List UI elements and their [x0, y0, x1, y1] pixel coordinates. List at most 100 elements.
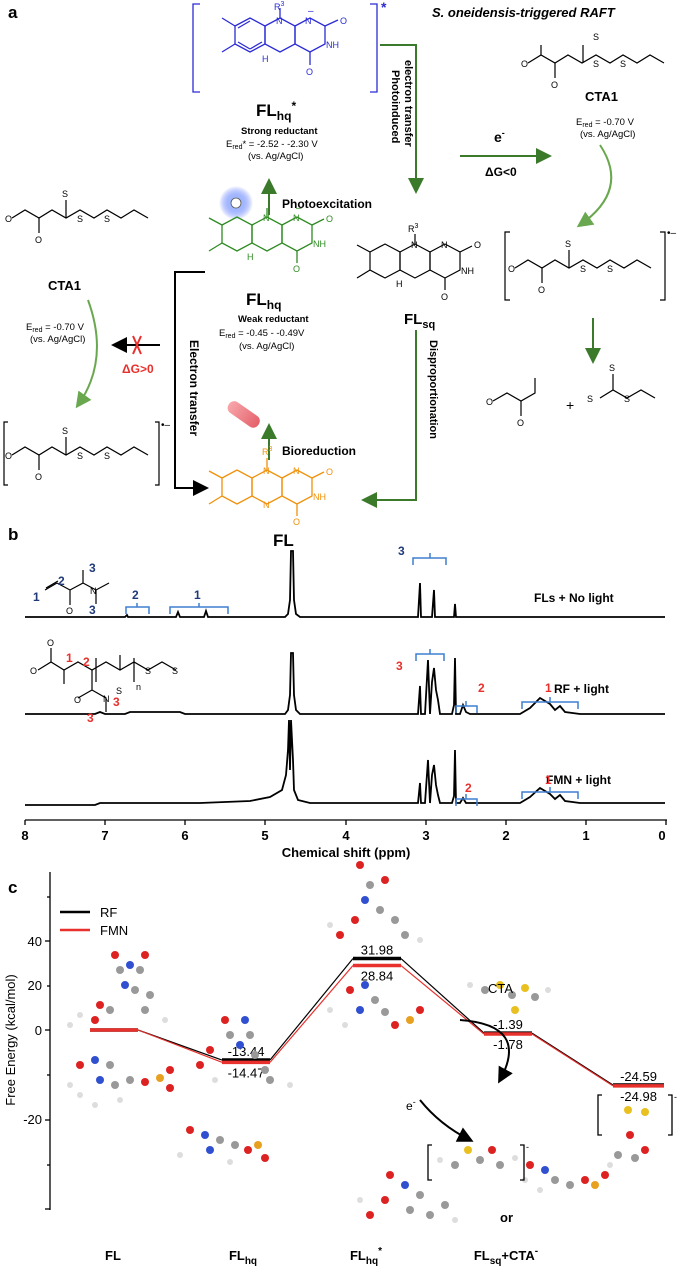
- polymer-n2: 2: [83, 655, 90, 669]
- fl-n3: N: [263, 500, 270, 510]
- molecule-flhq-star-bottom: [327, 981, 424, 1029]
- nmr-xlabel: Chemical shift (ppm): [282, 845, 411, 860]
- e-minus-label: e-: [494, 128, 505, 145]
- flhq-star-r3: R3: [274, 1, 285, 12]
- monomer-n1: 1: [33, 590, 40, 604]
- flsq-o1: O: [474, 240, 481, 250]
- flhq-o1: O: [326, 214, 333, 224]
- energy-connector-rf-1: [269, 958, 354, 1061]
- xtick-2: 2: [502, 828, 509, 843]
- cta-right-structure: [527, 45, 665, 78]
- energy-value-rf-3: -1.39: [493, 1017, 523, 1032]
- cta-rad-left-s2: S: [104, 451, 110, 461]
- cta-left-s3: S: [62, 189, 68, 199]
- peak-label-bot-1: 1: [545, 773, 552, 787]
- electron-transfer-arrow: [174, 271, 209, 496]
- raft-title: S. oneidensis-triggered RAFT: [432, 5, 616, 20]
- cta-radical-right-structure: [504, 231, 666, 301]
- anion-charge-1: -: [526, 1142, 529, 1152]
- peak-label-mid-1: 1: [545, 681, 552, 695]
- molecule-flhq-bottom: [177, 1126, 269, 1165]
- flhq-star-name: FLhq*: [256, 99, 296, 123]
- flhq-h: H: [247, 252, 254, 262]
- xtick-3: 3: [422, 828, 429, 843]
- or-label: or: [500, 1210, 513, 1225]
- electron-transfer-2-label: Electron transfer: [187, 340, 201, 436]
- cta-rad-left-s3: S: [62, 426, 68, 436]
- cta-rad-right-o1: O: [508, 264, 515, 274]
- cta-left-o1: O: [5, 214, 12, 224]
- e-label: e-: [406, 1097, 416, 1113]
- trace-label-2: RF + light: [554, 682, 609, 696]
- dg-pos-label: ΔG>0: [122, 362, 154, 376]
- monomer-n3a: 3: [89, 561, 96, 575]
- polymer-structure: [37, 648, 177, 712]
- polymer-n-atom: N: [103, 694, 110, 704]
- xtick-7: 7: [101, 828, 108, 843]
- xtick-5: 5: [261, 828, 268, 843]
- e-curve-arrow: [419, 1099, 474, 1142]
- bulb-icon: [230, 197, 242, 209]
- cta-left-structure: [11, 200, 149, 233]
- xtick-0: 0: [658, 828, 665, 843]
- flhq-star-minus: –: [308, 6, 314, 17]
- cta-right-s2: S: [620, 59, 626, 69]
- xtick-6: 6: [181, 828, 188, 843]
- cta-rad-right-o2: O: [538, 285, 545, 295]
- molecule-cta: [467, 981, 551, 1014]
- energy-value-fmn-4: -24.98: [620, 1089, 657, 1104]
- energy-value-rf-2: 31.98: [361, 943, 394, 958]
- fl-n2: N: [293, 466, 300, 476]
- product-s2: S: [624, 394, 630, 404]
- molecule-cta-anion: [437, 1146, 518, 1169]
- panel-a-label: a: [8, 3, 18, 22]
- flhq-desc: Weak reductant: [238, 314, 309, 325]
- monomer-structure: [44, 570, 110, 605]
- flhq-star-ref: (vs. Ag/AgCl): [248, 151, 303, 162]
- cta-right-ered: Ered = -0.70 V: [576, 117, 635, 129]
- cta-right-ref: (vs. Ag/AgCl): [580, 129, 635, 140]
- dg-neg-label: ΔG<0: [485, 165, 517, 179]
- polymer-s1: S: [145, 666, 151, 676]
- energy-value-fmn-1: -14.47: [228, 1065, 265, 1080]
- cta-right-s3: S: [593, 32, 599, 42]
- monomer-n-atom: N: [90, 586, 97, 596]
- flhq-name: FLhq: [246, 290, 281, 312]
- flhq-star-h: H: [262, 54, 269, 64]
- flhq-ref: (vs. Ag/AgCl): [239, 341, 294, 352]
- flsq-r3: R3: [408, 223, 419, 234]
- brackets-top: [125, 553, 579, 806]
- flsq-n2: N: [441, 240, 448, 250]
- product-s3: S: [609, 363, 615, 373]
- flhq-star-asterisk: *: [381, 0, 387, 15]
- molecule-flsq-top: [357, 1171, 458, 1223]
- legend-fmn-label: FMN: [100, 923, 128, 938]
- fl-peak-label: FL: [273, 531, 294, 550]
- xtick-1: 1: [582, 828, 589, 843]
- energy-connector-fmn-3: [531, 1033, 614, 1087]
- peak-label-top-1: 1: [194, 588, 201, 602]
- energy-plot: -13.4431.98-1.39-24.59-14.4728.84-1.78-2…: [90, 943, 664, 1104]
- cta-left-s2: S: [104, 214, 110, 224]
- trace-label-1: FLs + No light: [534, 591, 614, 605]
- products-structure: [492, 374, 656, 416]
- trace-label-3: FMN + light: [546, 773, 611, 787]
- flhq-star-nh: NH: [326, 40, 339, 50]
- molecule-fl-bottom: [67, 1056, 174, 1108]
- ytick-neg20: -20: [23, 1112, 42, 1127]
- flhq-star-o2: O: [306, 67, 313, 77]
- monomer-o: O: [66, 606, 73, 616]
- cta-rad-left-charge: •–: [161, 420, 171, 431]
- flsq-nh: NH: [461, 266, 474, 276]
- fl-r3: R3: [262, 446, 273, 457]
- flhq-structure: [208, 208, 325, 263]
- xcat-flhq-star: FLhq*: [350, 1246, 382, 1267]
- fl-o2: O: [293, 517, 300, 527]
- photoexcitation-label: Photoexcitation: [282, 197, 372, 211]
- flhq-nh: NH: [313, 239, 326, 249]
- product-o1: O: [486, 397, 493, 407]
- flsq-h: H: [396, 279, 403, 289]
- molecule-flsq-bottom: [522, 1161, 609, 1193]
- cta-rad-right-s2: S: [607, 264, 613, 274]
